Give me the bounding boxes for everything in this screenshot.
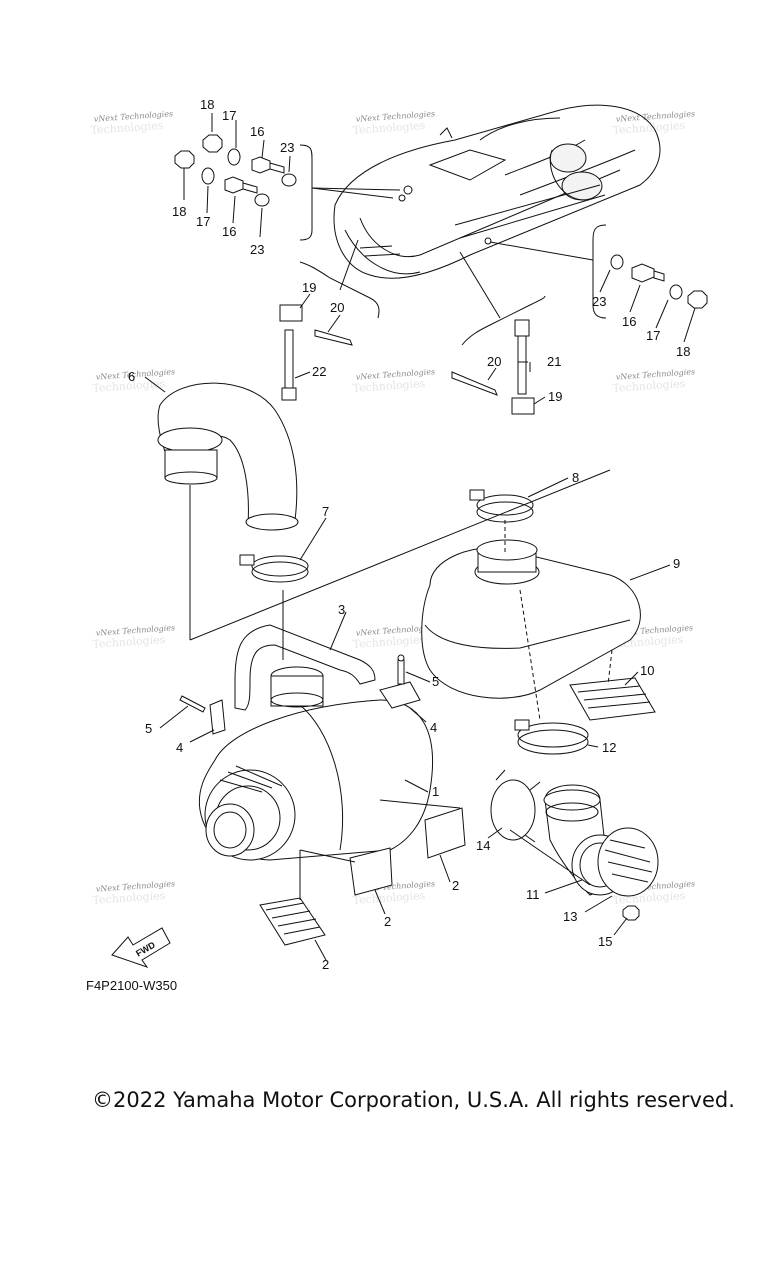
callout-6: 6 [128, 369, 135, 384]
guide-lines [189, 469, 613, 900]
callout-14: 14 [476, 838, 490, 853]
callout-17: 17 [222, 108, 236, 123]
intake-duct [157, 382, 299, 531]
callout-18: 18 [172, 204, 186, 219]
callout-18: 18 [676, 344, 690, 359]
callout-8: 8 [572, 470, 579, 485]
watermark-bg: Technologies [352, 633, 426, 651]
callout-16: 16 [622, 314, 636, 329]
callout-23: 23 [280, 140, 294, 155]
watercraft-illustration [333, 104, 661, 279]
callout-2: 2 [452, 878, 459, 893]
watermark-bg: Technologies [92, 377, 166, 395]
callout-12: 12 [602, 740, 616, 755]
watermark-bg: Technologies [92, 633, 166, 651]
bolt-15 [622, 905, 640, 921]
watermark-bg: Technologies [352, 119, 426, 137]
callout-20: 20 [487, 354, 501, 369]
pad-10 [569, 677, 656, 721]
diagram-code: F4P2100-W350 [86, 978, 178, 993]
watermark-bg: Technologies [90, 119, 164, 137]
callout-19: 19 [302, 280, 316, 295]
leader-lines [144, 113, 696, 961]
callout-21: 21 [547, 354, 561, 369]
tie-group-right [451, 251, 546, 415]
callout-5: 5 [432, 674, 439, 689]
callout-labels: 18 17 16 23 18 17 16 23 23 16 17 18 19 2… [128, 97, 690, 972]
callout-10: 10 [640, 663, 654, 678]
fitting-group-right [489, 224, 708, 319]
callout-9: 9 [673, 556, 680, 571]
callout-19: 19 [548, 389, 562, 404]
callout-5: 5 [145, 721, 152, 736]
callout-23: 23 [592, 294, 606, 309]
strap [234, 624, 376, 711]
callout-16: 16 [222, 224, 236, 239]
callout-17: 17 [196, 214, 210, 229]
callout-23: 23 [250, 242, 264, 257]
screen-13 [597, 827, 659, 897]
watermark-bg: Technologies [92, 889, 166, 907]
callout-11: 11 [526, 887, 540, 902]
callout-4: 4 [176, 740, 183, 755]
pad-2-group [259, 807, 466, 946]
callout-4: 4 [430, 720, 437, 735]
callout-2: 2 [322, 957, 329, 972]
hose-clamp-8 [469, 489, 534, 523]
callout-20: 20 [330, 300, 344, 315]
adapter-14 [490, 769, 541, 843]
callout-16: 16 [250, 124, 264, 139]
tie-group-left [279, 239, 380, 401]
clamp-12 [514, 719, 589, 755]
bracket-4-left [179, 695, 226, 735]
copyright-notice: ©2022 Yamaha Motor Corporation, U.S.A. A… [92, 1088, 735, 1112]
watermark-bg: Technologies [352, 377, 426, 395]
callout-17: 17 [646, 328, 660, 343]
callout-15: 15 [598, 934, 612, 949]
watermark-bg: Technologies [612, 377, 686, 395]
callout-22: 22 [312, 364, 326, 379]
callout-13: 13 [563, 909, 577, 924]
callout-2: 2 [384, 914, 391, 929]
bracket-4-right [379, 654, 421, 709]
resonator-box [421, 539, 641, 699]
silencer [198, 666, 434, 861]
watermark-bg: Technologies [612, 119, 686, 137]
callout-7: 7 [322, 504, 329, 519]
callout-18: 18 [200, 97, 214, 112]
watermark-bg: Technologies [352, 889, 426, 907]
fwd-arrow-icon: FWD [111, 927, 171, 968]
hose-clamp-7 [239, 554, 309, 583]
callout-3: 3 [338, 602, 345, 617]
callout-1: 1 [432, 784, 439, 799]
fitting-group-left [174, 134, 401, 241]
